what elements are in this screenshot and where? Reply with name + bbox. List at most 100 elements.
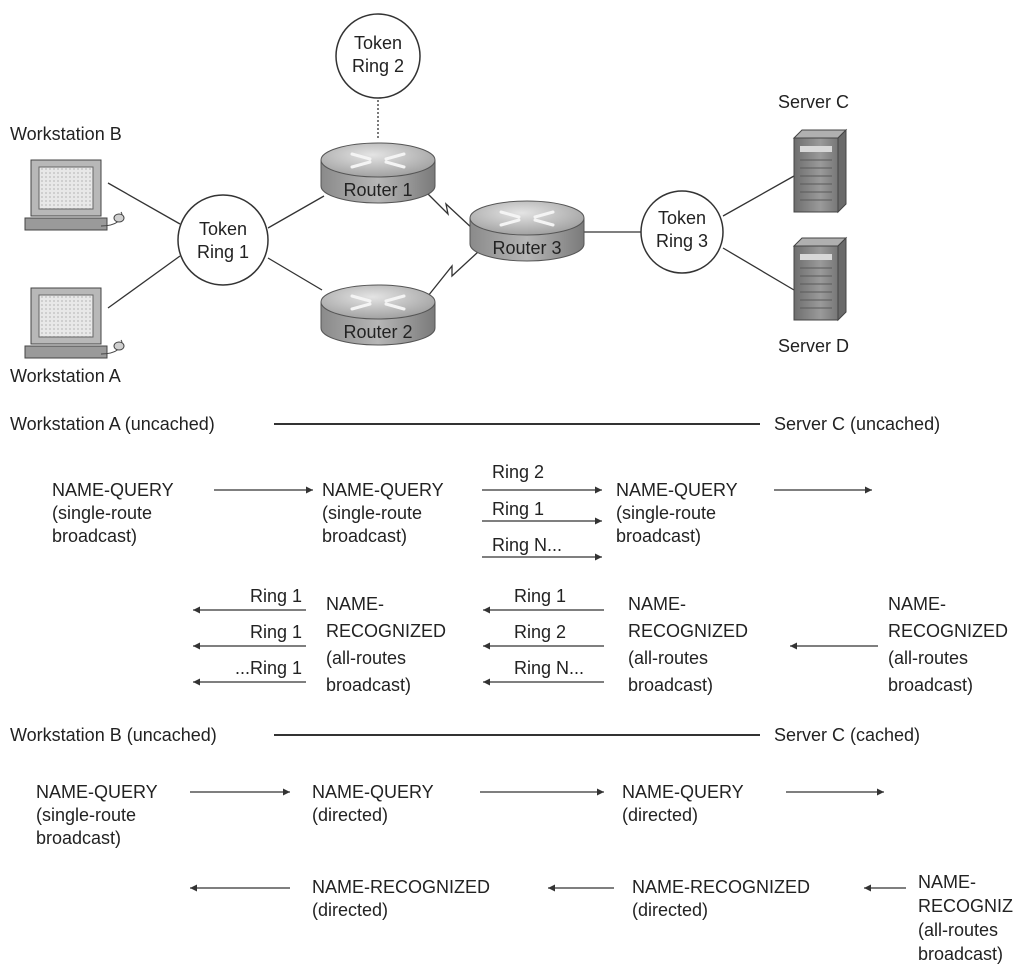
s1-ring-1-label: Ring 1	[492, 499, 544, 519]
workstation-a-label: Workstation A	[10, 366, 121, 386]
svg-text:RECOGNIZED: RECOGNIZED	[888, 621, 1008, 641]
svg-text:(directed): (directed)	[312, 900, 388, 920]
link-ring3-serverc	[722, 175, 795, 217]
router-2: Router 2	[320, 284, 436, 346]
router-2-label: Router 2	[343, 322, 412, 342]
svg-text:NAME-QUERY: NAME-QUERY	[322, 480, 444, 500]
s1-recog-3: NAME- RECOGNIZED (all-routes broadcast)	[888, 594, 1008, 695]
svg-text:NAME-: NAME-	[628, 594, 686, 614]
s2-query-1: NAME-QUERY (single-route broadcast)	[36, 782, 158, 848]
scenario-2-left-label: Workstation B (uncached)	[10, 725, 217, 745]
svg-text:broadcast): broadcast)	[888, 675, 973, 695]
token-ring-1: Token Ring 1	[177, 194, 269, 286]
svg-text:NAME-QUERY: NAME-QUERY	[616, 480, 738, 500]
server-c-icon	[792, 128, 848, 214]
s1-recog-mid-arrows: Ring 1 Ring 2 Ring N...	[483, 586, 604, 686]
svg-text:NAME-: NAME-	[326, 594, 384, 614]
svg-text:NAME-RECOGNIZED: NAME-RECOGNIZED	[312, 877, 490, 897]
svg-text:NAME-QUERY: NAME-QUERY	[622, 782, 744, 802]
s1-query-1: NAME-QUERY (single-route broadcast)	[52, 480, 174, 546]
ring-3-label-line2: Ring 3	[656, 231, 708, 251]
svg-text:NAME-: NAME-	[888, 594, 946, 614]
s1-query-3: NAME-QUERY (single-route broadcast)	[616, 480, 738, 546]
s2-recog-3: NAME- RECOGNIZ (all-routes broadcast)	[918, 872, 1013, 964]
s2-query-2: NAME-QUERY (directed)	[312, 782, 434, 825]
s1-recog-left-arrows: Ring 1 Ring 1 ...Ring 1	[193, 586, 306, 686]
s1-left-ring-1c-label: ...Ring 1	[235, 658, 302, 678]
link-ring1-router2	[267, 257, 323, 291]
ring-2-label-line2: Ring 2	[352, 56, 404, 76]
s1-query-2: NAME-QUERY (single-route broadcast)	[322, 480, 444, 546]
svg-text:NAME-QUERY: NAME-QUERY	[52, 480, 174, 500]
scenario-2-right-label: Server C (cached)	[774, 725, 920, 745]
router-3: Router 3	[469, 200, 585, 262]
wan-link-router2-router3	[427, 251, 479, 297]
router-arrows-icon	[350, 152, 406, 169]
router-arrows-icon	[350, 294, 406, 311]
ring-1-label-line2: Ring 1	[197, 242, 249, 262]
svg-text:(all-routes: (all-routes	[628, 648, 708, 668]
s1-mid-ring-n-label: Ring N...	[514, 658, 584, 678]
scenario-1-left-label: Workstation A (uncached)	[10, 414, 215, 434]
svg-text:broadcast): broadcast)	[36, 828, 121, 848]
server-d-label: Server D	[778, 336, 849, 356]
svg-text:NAME-QUERY: NAME-QUERY	[312, 782, 434, 802]
svg-text:(all-routes: (all-routes	[918, 920, 998, 940]
server-d-icon	[792, 236, 848, 322]
svg-text:broadcast): broadcast)	[616, 526, 701, 546]
svg-text:(single-route: (single-route	[36, 805, 136, 825]
s1-ring-2-label: Ring 2	[492, 462, 544, 482]
s1-left-ring-1b-label: Ring 1	[250, 622, 302, 642]
svg-text:broadcast): broadcast)	[918, 944, 1003, 964]
s1-ring-n-label: Ring N...	[492, 535, 562, 555]
svg-text:RECOGNIZ: RECOGNIZ	[918, 896, 1013, 916]
svg-text:(directed): (directed)	[622, 805, 698, 825]
wan-link-router1-router3	[419, 185, 475, 231]
svg-text:(all-routes: (all-routes	[888, 648, 968, 668]
s1-mid-ring-1-label: Ring 1	[514, 586, 566, 606]
svg-text:NAME-: NAME-	[918, 872, 976, 892]
topology-links	[107, 96, 795, 309]
workstation-b-computer-icon	[24, 159, 125, 231]
workstation-a-computer-icon	[24, 287, 125, 359]
ring-2-label-line1: Token	[354, 33, 402, 53]
token-ring-3: Token Ring 3	[640, 190, 724, 274]
s1-mid-ring-2-label: Ring 2	[514, 622, 566, 642]
svg-text:(single-route: (single-route	[52, 503, 152, 523]
svg-text:(single-route: (single-route	[616, 503, 716, 523]
ring-1-label-line1: Token	[199, 219, 247, 239]
s2-recog-1: NAME-RECOGNIZED (directed)	[312, 877, 490, 920]
router-1: Router 1	[320, 142, 436, 204]
token-ring-2: Token Ring 2	[335, 13, 421, 99]
svg-text:(directed): (directed)	[632, 900, 708, 920]
router-1-label: Router 1	[343, 180, 412, 200]
link-wsa-ring1	[107, 255, 181, 309]
svg-text:(all-routes: (all-routes	[326, 648, 406, 668]
scenario-2: Workstation B (uncached) Server C (cache…	[10, 725, 1013, 964]
router-arrows-icon	[499, 210, 555, 227]
link-wsb-ring1	[107, 182, 181, 225]
s1-query-ring-arrows: Ring 2 Ring 1 Ring N...	[482, 462, 602, 561]
s2-query-3: NAME-QUERY (directed)	[622, 782, 744, 825]
svg-text:broadcast): broadcast)	[52, 526, 137, 546]
router-3-label: Router 3	[492, 238, 561, 258]
svg-text:(directed): (directed)	[312, 805, 388, 825]
scenario-1: Workstation A (uncached) Server C (uncac…	[10, 414, 1008, 695]
svg-text:broadcast): broadcast)	[628, 675, 713, 695]
svg-text:NAME-RECOGNIZED: NAME-RECOGNIZED	[632, 877, 810, 897]
workstation-b-label: Workstation B	[10, 124, 122, 144]
ring-3-label-line1: Token	[658, 208, 706, 228]
s1-recog-2: NAME- RECOGNIZED (all-routes broadcast)	[628, 594, 748, 695]
svg-text:broadcast): broadcast)	[322, 526, 407, 546]
svg-text:(single-route: (single-route	[322, 503, 422, 523]
svg-text:NAME-QUERY: NAME-QUERY	[36, 782, 158, 802]
scenario-1-right-label: Server C (uncached)	[774, 414, 940, 434]
s1-left-ring-1a-label: Ring 1	[250, 586, 302, 606]
link-ring1-router1	[267, 195, 325, 229]
link-ring3-serverd	[722, 247, 795, 291]
svg-text:broadcast): broadcast)	[326, 675, 411, 695]
svg-text:RECOGNIZED: RECOGNIZED	[326, 621, 446, 641]
server-c-label: Server C	[778, 92, 849, 112]
s1-recog-1: NAME- RECOGNIZED (all-routes broadcast)	[326, 594, 446, 695]
